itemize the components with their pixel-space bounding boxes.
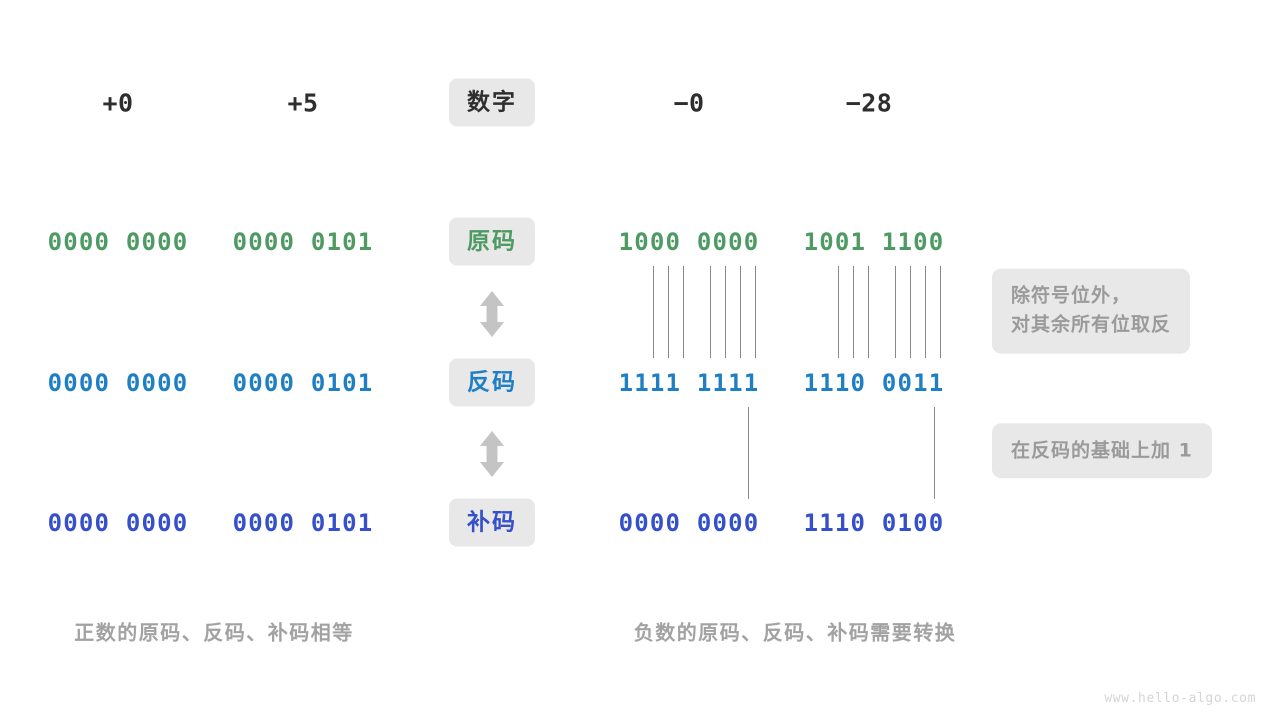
bits-sign-magnitude-pos-zero: 0000 0000 <box>47 228 189 256</box>
connector-line <box>934 407 935 499</box>
row-header-label-sign-magnitude: 原码 <box>449 217 535 266</box>
note-add-one-line1: 在反码的基础上加 1 <box>1011 439 1193 462</box>
bits-ones-complement-neg-28: 1110 0011 <box>803 369 945 397</box>
connector-line <box>868 266 869 358</box>
bits-twos-complement-pos-zero: 0000 0000 <box>47 509 189 537</box>
connector-line <box>925 266 926 358</box>
note-invert-bits-line1: 除符号位外， <box>1011 284 1132 307</box>
connector-line <box>748 407 749 499</box>
note-invert-bits-line2: 对其余所有位取反 <box>1011 314 1172 336</box>
bits-twos-complement-pos-five: 0000 0101 <box>232 509 374 537</box>
caption-negative-numbers: 负数的原码、反码、补码需要转换 <box>633 620 957 645</box>
arrow-up-down-icon-ones-to-twos <box>479 430 505 478</box>
caption-positive-numbers: 正数的原码、反码、补码相等 <box>74 620 354 645</box>
connector-line <box>940 266 941 358</box>
row-header-chip-sign-magnitude: 原码 <box>449 217 535 266</box>
connector-line <box>755 266 756 358</box>
connector-line <box>653 266 654 358</box>
connector-line <box>725 266 726 358</box>
row-header-chip-twos-complement: 补码 <box>449 498 535 547</box>
note-add-one: 在反码的基础上加 1 <box>992 423 1212 479</box>
connector-line <box>710 266 711 358</box>
connector-line <box>910 266 911 358</box>
watermark-url: www.hello-algo.com <box>1104 691 1256 706</box>
row-header-chip-number: 数字 <box>449 78 535 127</box>
connector-line <box>740 266 741 358</box>
column-header-neg-zero: −0 <box>673 88 705 118</box>
arrow-up-down-icon-sign-to-ones <box>479 290 505 338</box>
row-header-label-ones-complement: 反码 <box>449 358 535 407</box>
bits-ones-complement-pos-five: 0000 0101 <box>232 369 374 397</box>
column-header-pos-five: +5 <box>287 88 319 118</box>
connector-line <box>668 266 669 358</box>
connector-line <box>895 266 896 358</box>
bits-twos-complement-neg-28: 1110 0100 <box>803 509 945 537</box>
connector-line <box>838 266 839 358</box>
column-header-neg-28: −28 <box>845 88 893 118</box>
connector-line <box>853 266 854 358</box>
row-header-chip-ones-complement: 反码 <box>449 358 535 407</box>
bits-ones-complement-pos-zero: 0000 0000 <box>47 369 189 397</box>
bits-twos-complement-neg-zero: 0000 0000 <box>618 509 760 537</box>
bits-sign-magnitude-neg-28: 1001 1100 <box>803 228 945 256</box>
row-header-label-number: 数字 <box>449 78 535 127</box>
connector-line <box>683 266 684 358</box>
column-header-pos-zero: +0 <box>102 88 134 118</box>
row-header-label-twos-complement: 补码 <box>449 498 535 547</box>
bits-sign-magnitude-pos-five: 0000 0101 <box>232 228 374 256</box>
note-invert-bits: 除符号位外， 对其余所有位取反 <box>992 268 1191 354</box>
bits-ones-complement-neg-zero: 1111 1111 <box>618 369 760 397</box>
bits-sign-magnitude-neg-zero: 1000 0000 <box>618 228 760 256</box>
